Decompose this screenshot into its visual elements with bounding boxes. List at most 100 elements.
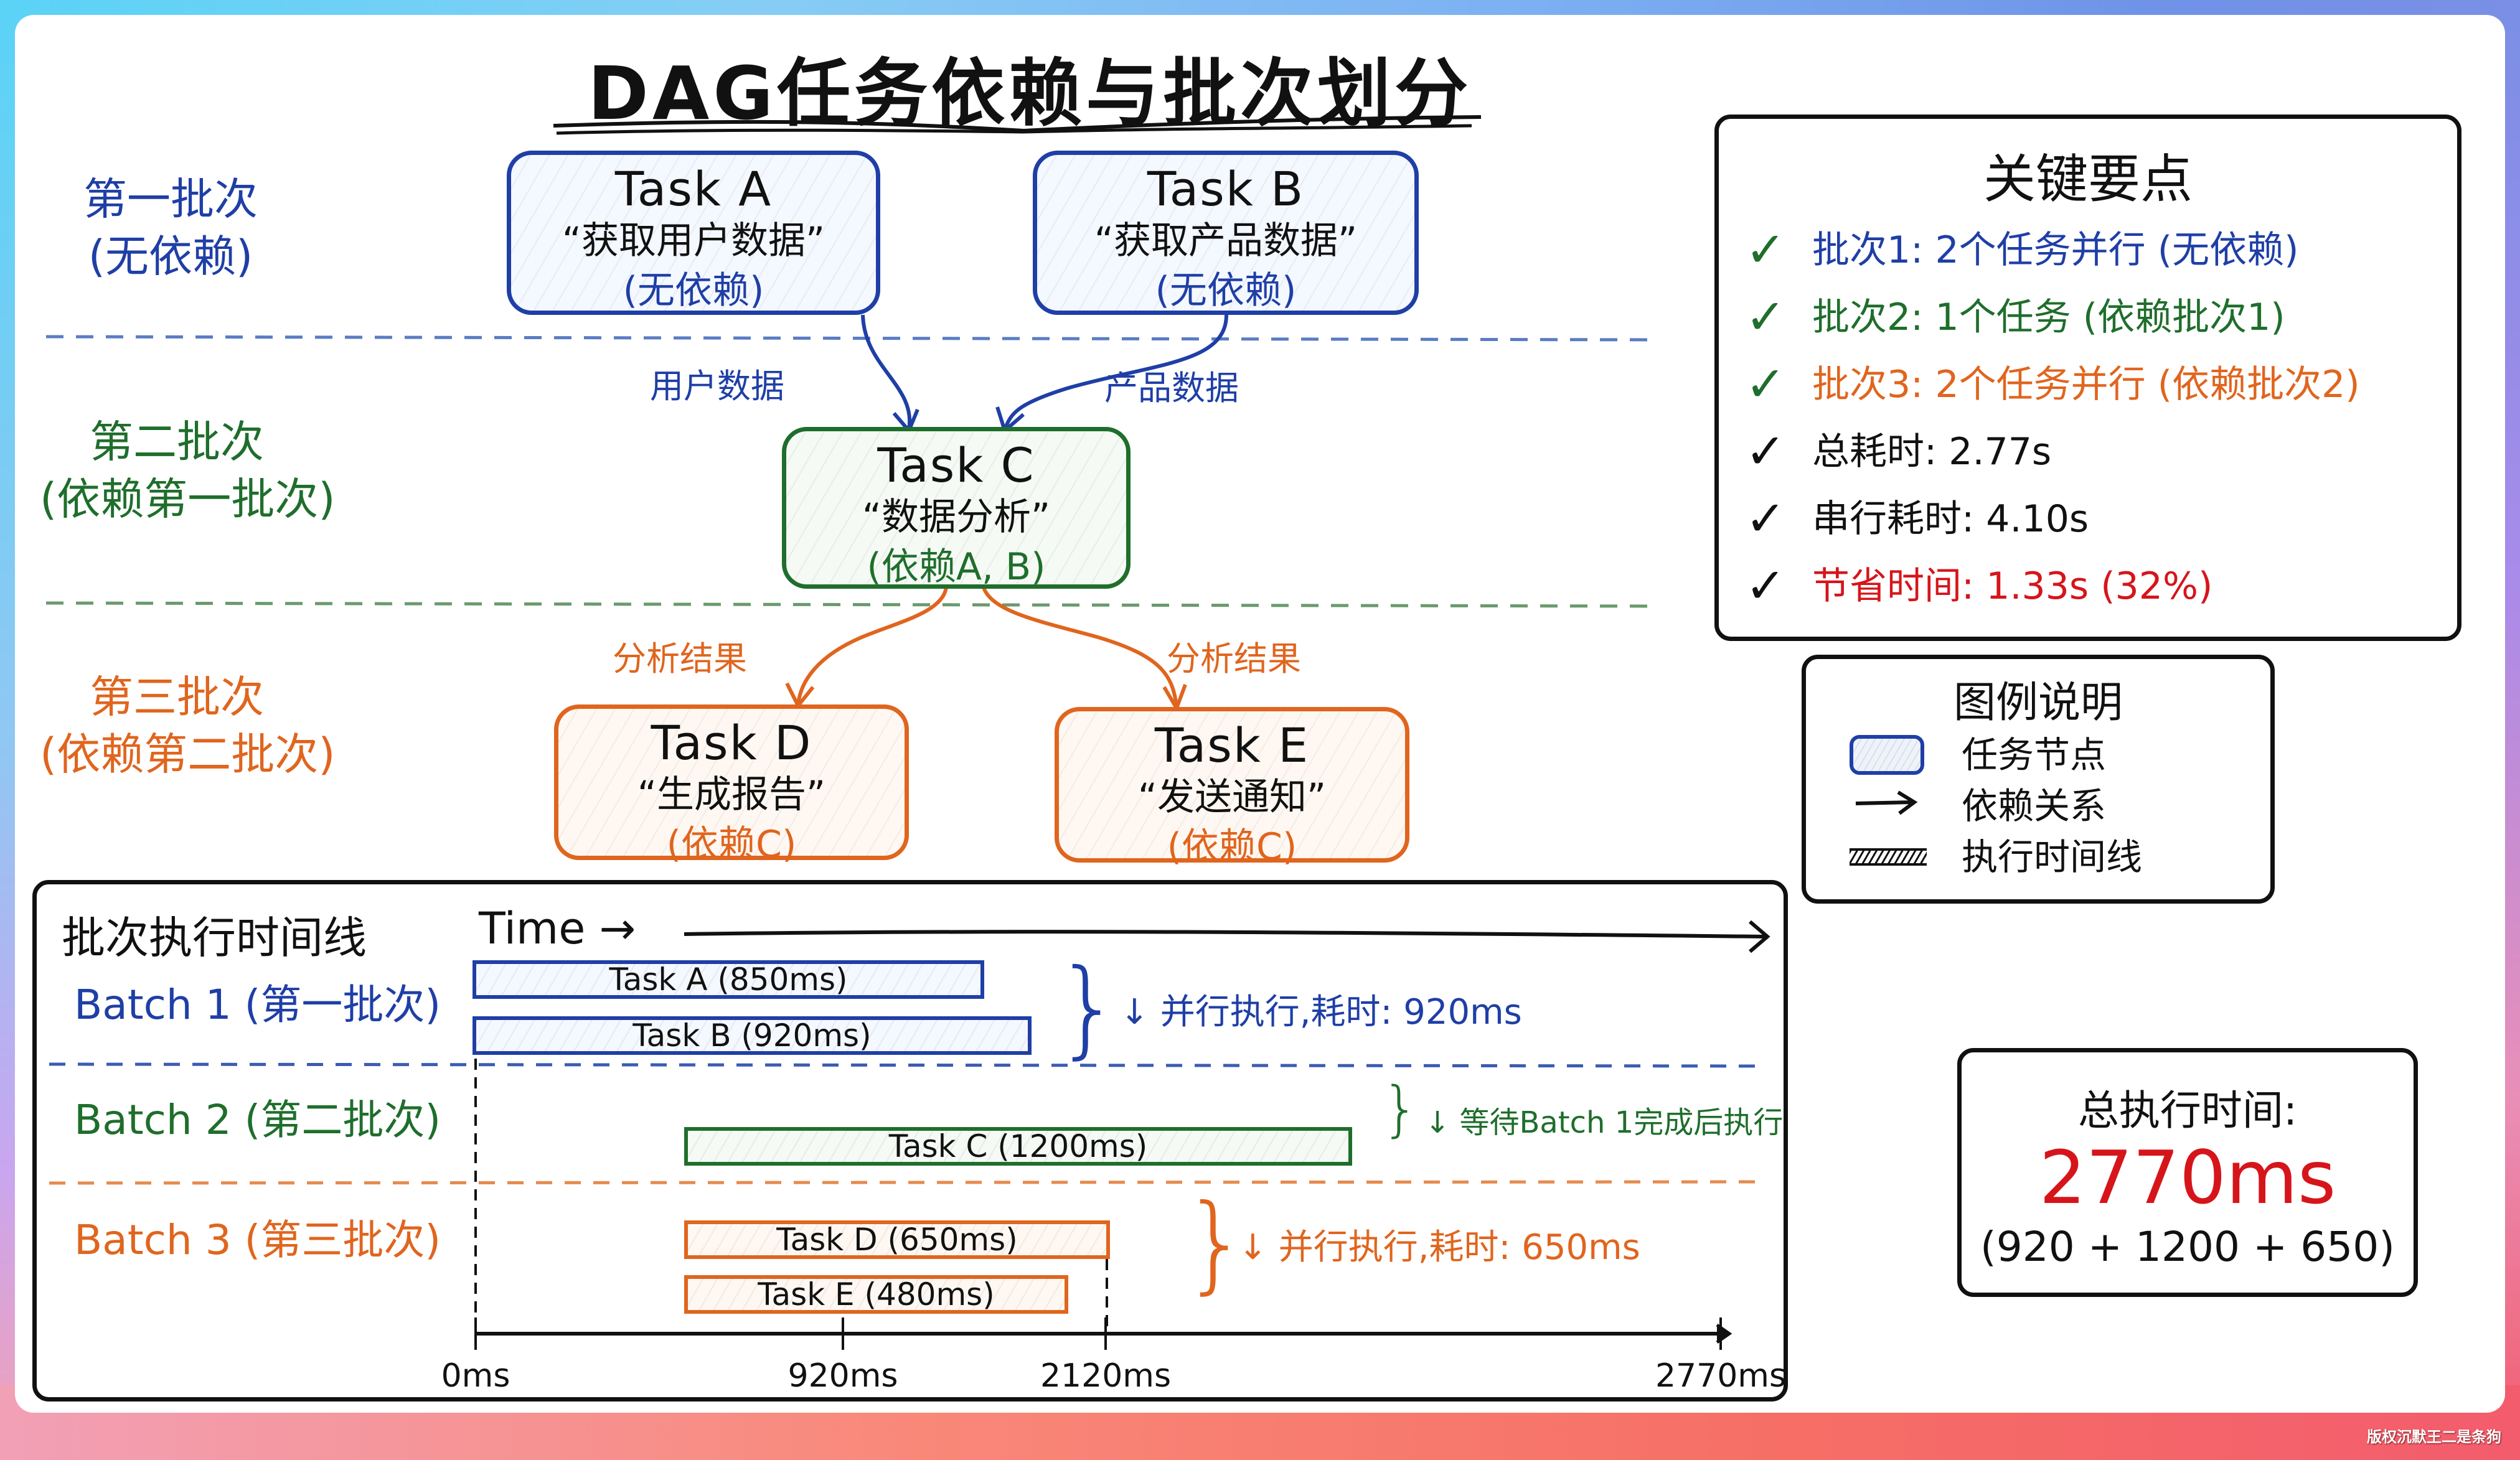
key-point-item: ✓ 总耗时: 2.77s [1731, 418, 2457, 485]
arrow-icon [1850, 780, 1924, 831]
total-time-panel: 总执行时间: 2770ms (920 + 1200 + 650) [1957, 1048, 2418, 1297]
batch-1-label: 第一批次 (无依赖) [52, 171, 289, 285]
task-node-swatch-icon [1850, 735, 1924, 775]
watermark: 版权沉默王二是条狗 [2367, 1428, 2501, 1446]
task-node-e[interactable]: Task E “发送通知” (依赖C) [1055, 707, 1409, 869]
task-d-desc: “生成报告” [637, 773, 826, 817]
timeline-task-bar[interactable]: Task C (1200ms) [684, 1127, 1352, 1166]
timeline-divider-1 [49, 1062, 1762, 1068]
task-a-dep: (无依赖) [623, 269, 764, 312]
timeline-bar-swatch-icon [1850, 848, 1927, 866]
dag-connectors [45, 314, 1653, 713]
batch-2-label: 第二批次 (依赖第一批次) [40, 413, 336, 528]
edge-c-to-d [796, 587, 948, 705]
key-point-item: ✓节省时间: 1.33s (32%) [1731, 553, 2457, 620]
checkmark-icon: ✓ [1745, 424, 1786, 480]
timeline-tick-label: 2770ms [1655, 1357, 1787, 1395]
brace-icon: } [1381, 1074, 1420, 1144]
key-point-text: 批次2: 1个任务 (依赖批次1) [1812, 296, 2285, 339]
task-d-dep: (依赖C) [666, 823, 797, 866]
legend-label-timeline: 执行时间线 [1962, 836, 2143, 878]
timeline-row-label: Batch 2 (第二批次) [74, 1096, 441, 1144]
timeline-axis-line [475, 1331, 1728, 1337]
task-a-desc: “获取用户数据” [562, 219, 825, 263]
timeline-row-label: Batch 3 (第三批次) [74, 1216, 441, 1264]
timeline-tick-label: 2120ms [1040, 1357, 1172, 1395]
task-e-dep: (依赖C) [1167, 825, 1297, 869]
key-points-title: 关键要点 [1983, 149, 2193, 210]
legend-item-task-node: 任务节点 [1850, 729, 2270, 780]
edge-c-to-e [982, 586, 1178, 708]
edge-label-c-e: 分析结果 [1167, 639, 1301, 678]
checkmark-icon: ✓ [1745, 357, 1786, 413]
legend-panel: 图例说明 任务节点 依赖关系 执行时间线 [1802, 655, 2275, 904]
timeline-row-note: ↓ 并行执行,耗时: 650ms [1238, 1227, 1640, 1268]
timeline-task-bar[interactable]: Task A (850ms) [472, 960, 984, 999]
task-c-name: Task C [877, 438, 1035, 493]
checkmark-icon: ✓ [1745, 289, 1786, 345]
brace-icon: } [1182, 1182, 1250, 1305]
key-point-item: ✓ 批次1: 2个任务并行 (无依赖) [1731, 217, 2457, 284]
task-d-name: Task D [651, 715, 812, 770]
edge-b-to-c [1003, 314, 1228, 431]
batch-1-sub: (无依赖) [88, 231, 253, 282]
checkmark-icon: ✓ [1745, 222, 1786, 278]
edge-label-a-c: 用户数据 [650, 367, 784, 406]
edge-label-b-c: 产品数据 [1104, 368, 1239, 408]
timeline-divider-2 [49, 1180, 1762, 1185]
total-time-formula: (920 + 1200 + 650) [1980, 1223, 2395, 1271]
task-e-desc: “发送通知” [1137, 775, 1327, 819]
key-point-item: ✓批次3: 2个任务并行 (依赖批次2) [1731, 351, 2457, 418]
batch-1-name: 第一批次 [83, 174, 258, 225]
legend-item-timeline: 执行时间线 [1850, 831, 2270, 882]
task-node-b[interactable]: Task B “获取产品数据” (无依赖) [1033, 151, 1419, 315]
batch-divider-2 [45, 601, 1653, 608]
timeline-title: 批次执行时间线 [62, 912, 367, 963]
timeline-task-bar[interactable]: Task B (920ms) [472, 1016, 1032, 1055]
batch-3-name: 第三批次 [90, 672, 264, 723]
timeline-task-bar[interactable]: Task E (480ms) [684, 1275, 1068, 1314]
total-time-value: 2770ms [2039, 1135, 2336, 1220]
key-points-panel: 关键要点 ✓ 批次1: 2个任务并行 (无依赖) ✓ 批次2: 1个任务 (依赖批次1… [1714, 115, 2461, 641]
task-b-dep: (无依赖) [1155, 269, 1297, 312]
total-time-label: 总执行时间: [2077, 1087, 2298, 1135]
key-point-text: 总耗时: 2.77s [1812, 430, 2052, 474]
title-underline [553, 115, 1482, 135]
legend-item-dependency: 依赖关系 [1850, 780, 2270, 831]
time-arrow-line [684, 930, 1767, 938]
batch-3-sub: (依赖第二批次) [40, 729, 336, 780]
key-point-text: 批次1: 2个任务并行 (无依赖) [1812, 228, 2299, 272]
edge-a-to-c [861, 314, 912, 430]
key-point-item: ✓ 批次2: 1个任务 (依赖批次1) [1731, 284, 2457, 351]
timeline-row-label: Batch 1 (第一批次) [74, 981, 441, 1029]
key-point-item: ✓串行耗时: 4.10s [1731, 485, 2457, 553]
batch-2-name: 第二批次 [90, 416, 264, 467]
batch-3-label: 第三批次 (依赖第二批次) [40, 668, 336, 783]
task-node-c[interactable]: Task C “数据分析” (依赖A, B) [782, 427, 1131, 589]
legend-label-dependency: 依赖关系 [1962, 785, 2107, 827]
task-node-d[interactable]: Task D “生成报告” (依赖C) [554, 704, 909, 866]
brace-icon: } [1055, 947, 1122, 1070]
task-b-name: Task B [1147, 161, 1305, 217]
checkmark-icon: ✓ [1745, 491, 1786, 547]
timeline-row-note: ↓ 并行执行,耗时: 920ms [1120, 992, 1522, 1032]
edge-label-c-d: 分析结果 [613, 639, 747, 678]
task-a-name: Task A [614, 161, 773, 217]
time-arrow-head [1749, 920, 1770, 953]
timeline-tick-label: 0ms [441, 1357, 510, 1395]
key-points-list: ✓ 批次1: 2个任务并行 (无依赖) ✓ 批次2: 1个任务 (依赖批次1) ✓批次3… [1719, 217, 2457, 620]
timeline-time-label: Time → [479, 903, 636, 954]
batch-divider-1 [45, 335, 1653, 342]
legend-label-task-node: 任务节点 [1962, 734, 2107, 776]
checkmark-icon: ✓ [1745, 558, 1786, 614]
batch-2-sub: (依赖第一批次) [40, 474, 336, 525]
legend-title: 图例说明 [1953, 678, 2123, 728]
task-c-dep: (依赖A, B) [867, 545, 1046, 589]
task-c-desc: “数据分析” [862, 495, 1051, 539]
task-e-name: Task E [1154, 718, 1310, 773]
task-node-a[interactable]: Task A “获取用户数据” (无依赖) [507, 151, 880, 315]
timeline-panel: 批次执行时间线 Time → Batch 1 (第一批次)}↓ 并行执行,耗时:… [32, 880, 1788, 1402]
timeline-task-bar[interactable]: Task D (650ms) [684, 1220, 1110, 1259]
timeline-tick-label: 920ms [788, 1357, 898, 1395]
diagram-card: DAG任务依赖与批次划分 第一批次 (无依赖) 第二批次 (依赖第一批次) 第三… [15, 15, 2505, 1413]
